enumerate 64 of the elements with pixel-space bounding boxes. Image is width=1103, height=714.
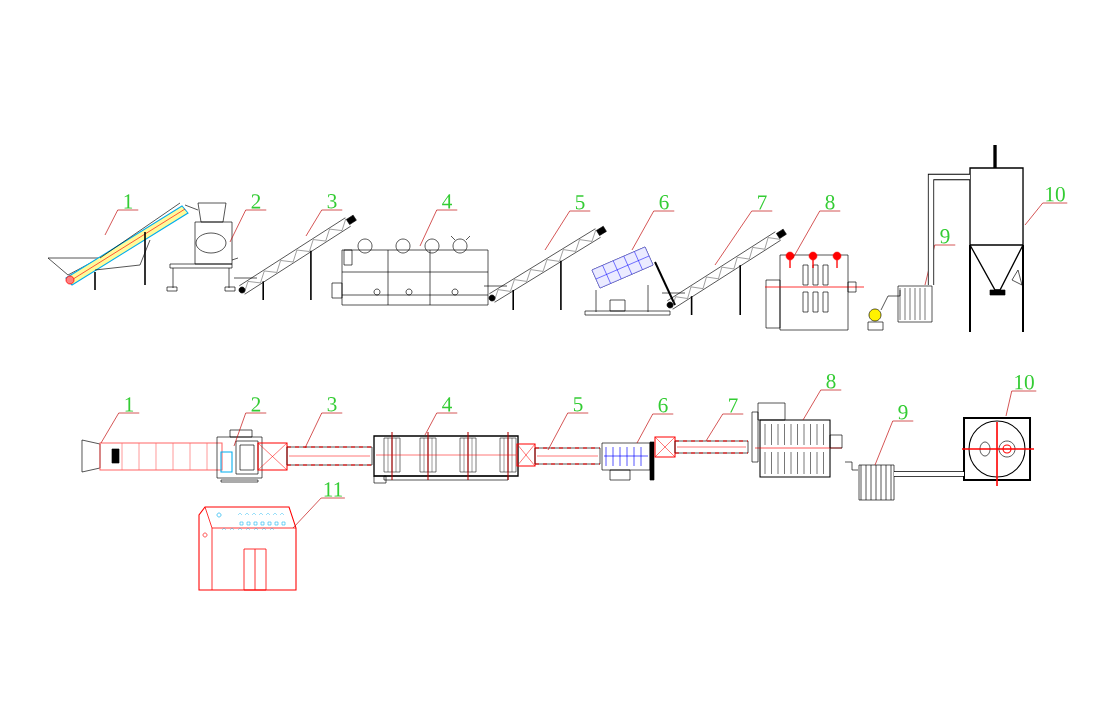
callout-number: 7 xyxy=(758,195,767,210)
drum-washer-drawing xyxy=(584,246,676,316)
leader-line xyxy=(305,209,343,237)
dewatering-machine-drawing xyxy=(751,402,843,478)
screw-conveyor-drawing xyxy=(516,443,601,467)
hose-drawing xyxy=(858,464,895,501)
leader-line xyxy=(1005,390,1037,417)
callout-number: 3 xyxy=(327,194,337,209)
callout-number: 4 xyxy=(442,194,452,209)
cyclone-drawing xyxy=(961,417,1035,487)
screw-conveyor-drawing xyxy=(661,228,787,316)
callout-number: 1 xyxy=(125,397,134,412)
leader-line xyxy=(802,389,842,421)
leader-line xyxy=(100,412,140,444)
leader-line xyxy=(631,210,675,251)
crusher-drawing xyxy=(216,429,263,483)
callout-number: 4 xyxy=(442,397,452,412)
pipe xyxy=(894,471,964,477)
callout-number: 10 xyxy=(1046,187,1065,202)
silo-drawing xyxy=(969,145,1024,333)
washing-tank-drawing xyxy=(331,235,489,306)
leader-line xyxy=(233,412,267,447)
screw-conveyor-drawing xyxy=(233,214,357,301)
callout-number: 10 xyxy=(1015,375,1034,390)
callout-number: 5 xyxy=(573,397,583,412)
leader-line xyxy=(792,210,841,259)
callout-number: 1 xyxy=(124,194,133,209)
screw-conveyor-drawing xyxy=(483,225,607,311)
callout-number: 11 xyxy=(324,482,342,497)
callout-number: 9 xyxy=(940,229,950,244)
callout-number: 6 xyxy=(658,398,668,413)
leader-line xyxy=(229,209,267,243)
callout-number: 3 xyxy=(327,397,337,412)
leader-line xyxy=(292,497,346,529)
screw-conveyor-drawing xyxy=(257,442,373,471)
washing-tank-drawing xyxy=(373,431,519,484)
leader-line xyxy=(705,413,744,442)
screw-conveyor-drawing xyxy=(654,436,749,458)
callout-number: 2 xyxy=(251,194,261,209)
leader-line xyxy=(714,210,773,266)
leader-line xyxy=(547,412,589,451)
callout-number: 9 xyxy=(898,405,908,420)
crusher-drawing xyxy=(166,202,239,292)
leader-line xyxy=(1024,202,1068,226)
control-cabinet-drawing xyxy=(198,506,297,591)
dewatering-machine-drawing xyxy=(764,251,865,331)
drum-washer-drawing xyxy=(601,441,655,481)
leader-line xyxy=(874,420,914,466)
callout-number: 8 xyxy=(825,195,835,210)
callout-number: 2 xyxy=(251,397,261,412)
leader-line xyxy=(419,209,458,247)
pipe xyxy=(844,461,859,471)
belt-conveyor-drawing xyxy=(81,439,223,473)
leader-line xyxy=(304,412,343,449)
leader-line xyxy=(424,412,458,436)
callout-number: 6 xyxy=(659,195,669,210)
pipe xyxy=(927,173,970,285)
leader-line xyxy=(544,210,591,251)
callout-number: 8 xyxy=(826,374,836,389)
callout-number: 5 xyxy=(575,195,585,210)
leader-line xyxy=(104,209,139,236)
callout-number: 7 xyxy=(729,398,738,413)
leader-line xyxy=(636,413,674,444)
blower-hose-drawing xyxy=(867,285,933,331)
